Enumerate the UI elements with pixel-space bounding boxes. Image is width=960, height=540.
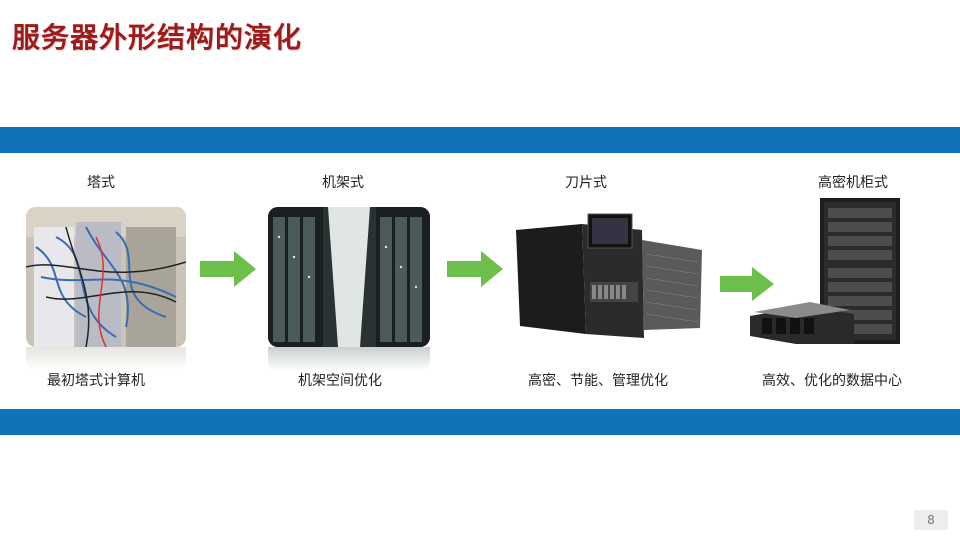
- blade-server-chassis-icon: [516, 213, 702, 338]
- rack-datacenter-icon: [268, 207, 430, 347]
- stage-caption-tower: 最初塔式计算机: [47, 373, 145, 389]
- slide-title: 服务器外形结构的演化: [12, 21, 303, 54]
- stage-label-blade: 刀片式: [565, 175, 607, 191]
- tower-image-reflection: [26, 347, 186, 371]
- tower-server-cabling-icon: [26, 207, 186, 347]
- right-arrow-icon: [200, 251, 256, 287]
- stage-label-tower: 塔式: [87, 175, 115, 191]
- page-number: 8: [914, 510, 948, 530]
- stage-caption-rack: 机架空间优化: [298, 373, 382, 389]
- high-density-cabinet-icon: [750, 198, 900, 344]
- right-arrow-icon: [720, 267, 774, 301]
- rack-server-image: [268, 207, 430, 347]
- stage-label-cabinet: 高密机柜式: [818, 175, 888, 191]
- tower-server-image: [26, 207, 186, 347]
- rack-image-reflection: [268, 347, 430, 371]
- stage-caption-cabinet: 高效、优化的数据中心: [762, 373, 902, 389]
- right-arrow-icon: [447, 251, 503, 287]
- blade-server-image: [512, 210, 704, 340]
- bottom-blue-band: [0, 409, 960, 435]
- stage-caption-blade: 高密、节能、管理优化: [528, 373, 668, 389]
- top-blue-band: [0, 127, 960, 153]
- stage-label-rack: 机架式: [322, 175, 364, 191]
- cabinet-server-image: [750, 198, 910, 346]
